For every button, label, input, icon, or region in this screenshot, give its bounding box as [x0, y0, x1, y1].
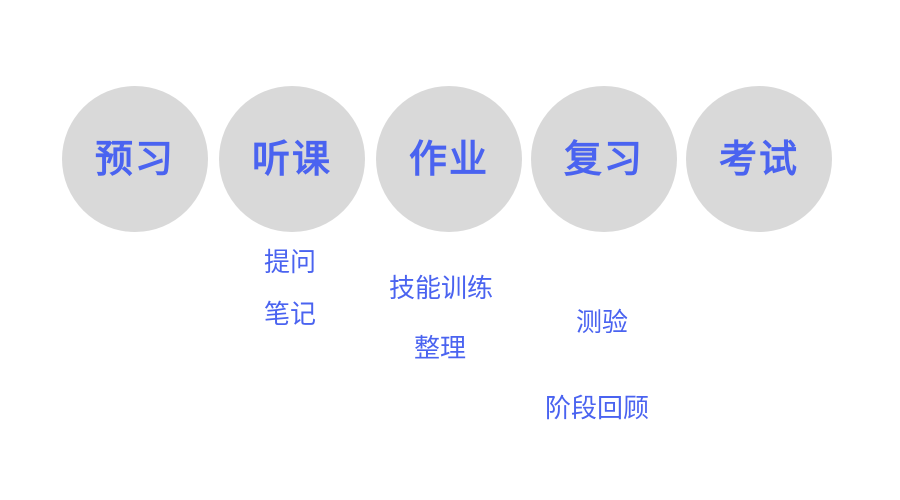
step-label-review: 复习 [563, 137, 644, 181]
step-label-lecture: 听课 [251, 137, 332, 181]
step-circle-exam: 考试 [686, 86, 832, 232]
step-circle-lecture: 听课 [219, 86, 365, 232]
lecture-item-question: 提问 [264, 248, 317, 278]
step-circle-review: 复习 [531, 86, 677, 232]
step-label-exam: 考试 [718, 137, 799, 181]
step-circle-preview: 预习 [62, 86, 208, 232]
review-item-quiz: 测验 [576, 308, 629, 338]
step-label-preview: 预习 [94, 137, 175, 181]
step-label-homework: 作业 [408, 137, 489, 181]
step-circle-homework: 作业 [376, 86, 522, 232]
homework-item-organize: 整理 [414, 334, 467, 364]
homework-item-skill-training: 技能训练 [389, 274, 494, 304]
lecture-item-notes: 笔记 [264, 300, 317, 330]
review-item-stage-recap: 阶段回顾 [545, 394, 650, 424]
